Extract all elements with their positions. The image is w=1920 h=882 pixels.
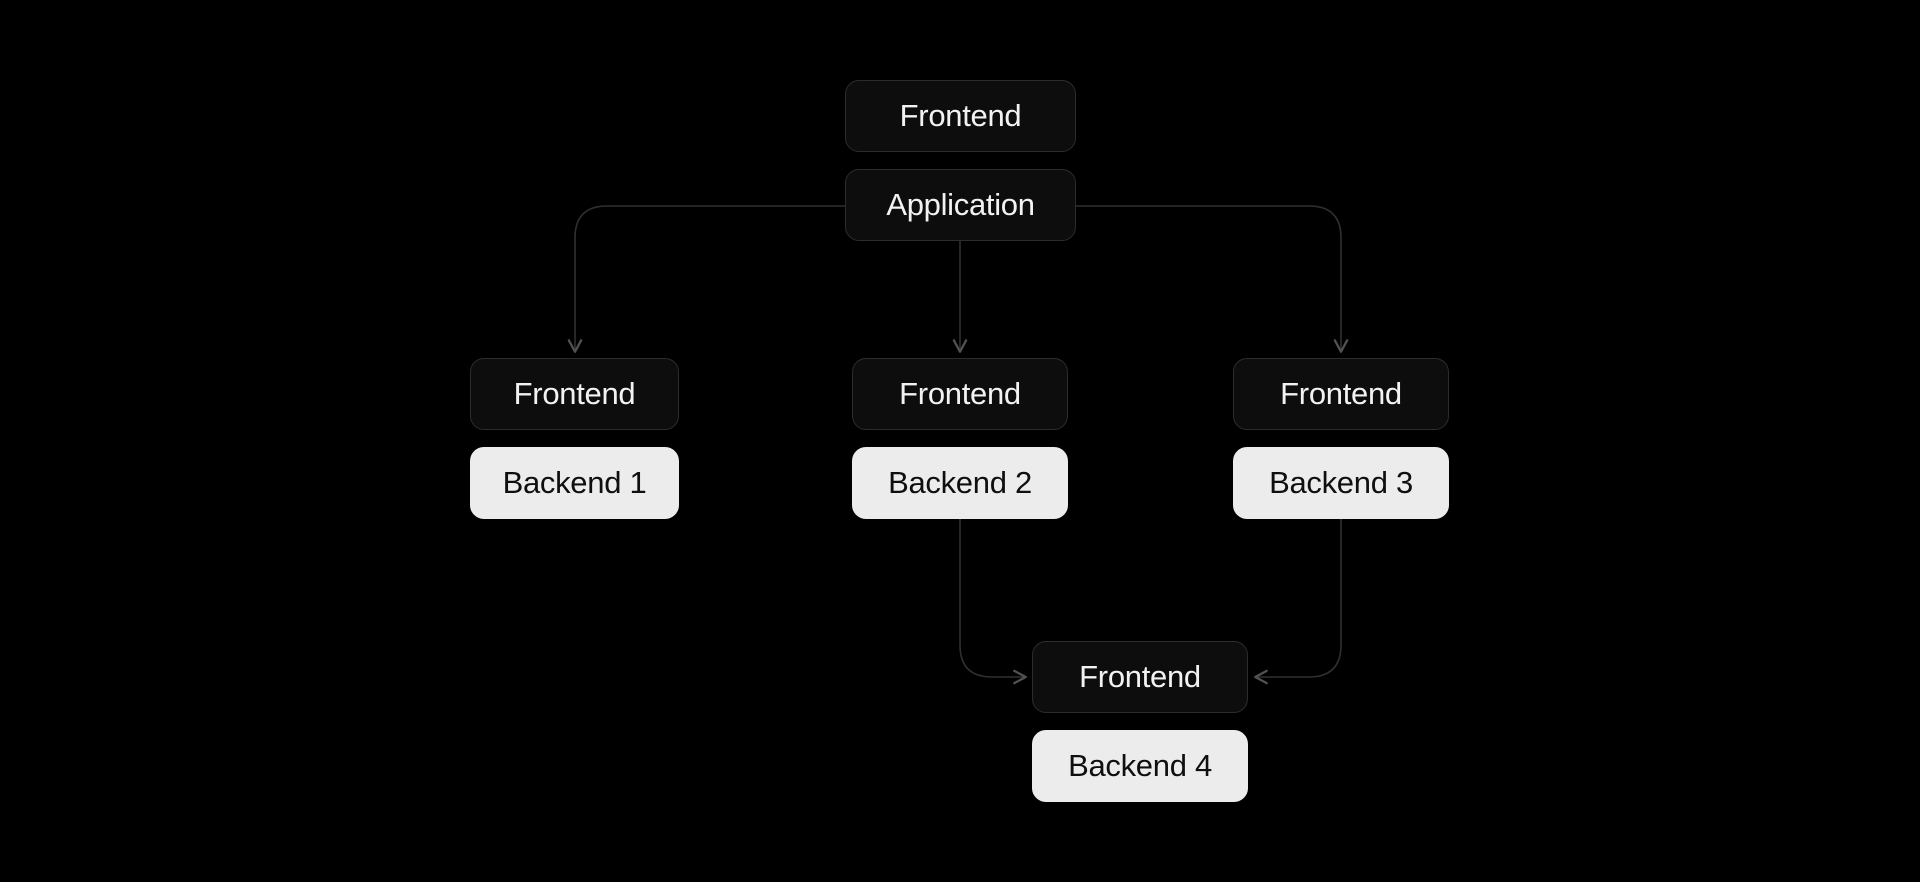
node-backend-3[interactable]: Backend 3 — [1233, 447, 1449, 519]
node-backend-4-frontend[interactable]: Frontend — [1032, 641, 1248, 713]
edge-application-to-backend-3 — [1076, 205, 1349, 353]
node-backend-1[interactable]: Backend 1 — [470, 447, 679, 519]
edge-application-to-backend-1 — [567, 205, 845, 353]
node-backend-2-frontend[interactable]: Frontend — [852, 358, 1068, 430]
node-group-application: Frontend Application — [845, 80, 1076, 241]
node-backend-2[interactable]: Backend 2 — [852, 447, 1068, 519]
node-label: Backend 4 — [1068, 748, 1212, 783]
node-label: Backend 2 — [888, 465, 1032, 500]
node-group-backend-2: Frontend Backend 2 — [852, 358, 1068, 519]
node-label: Frontend — [1280, 376, 1402, 411]
node-label: Backend 1 — [502, 465, 647, 500]
node-backend-3-frontend[interactable]: Frontend — [1233, 358, 1449, 430]
node-label: Frontend — [899, 98, 1022, 133]
node-group-backend-3: Frontend Backend 3 — [1233, 358, 1449, 519]
node-label: Frontend — [513, 376, 636, 411]
node-group-backend-1: Frontend Backend 1 — [470, 358, 679, 519]
node-label: Application — [886, 187, 1035, 222]
node-backend-1-frontend[interactable]: Frontend — [470, 358, 679, 430]
node-application[interactable]: Application — [845, 169, 1076, 241]
node-label: Frontend — [1079, 659, 1201, 694]
node-label: Frontend — [899, 376, 1021, 411]
edge-backend-3-to-backend-4 — [1254, 519, 1342, 685]
node-application-frontend[interactable]: Frontend — [845, 80, 1076, 152]
node-backend-4[interactable]: Backend 4 — [1032, 730, 1248, 802]
node-group-backend-4: Frontend Backend 4 — [1032, 641, 1248, 802]
node-label: Backend 3 — [1269, 465, 1413, 500]
edge-backend-2-to-backend-4 — [959, 519, 1027, 685]
